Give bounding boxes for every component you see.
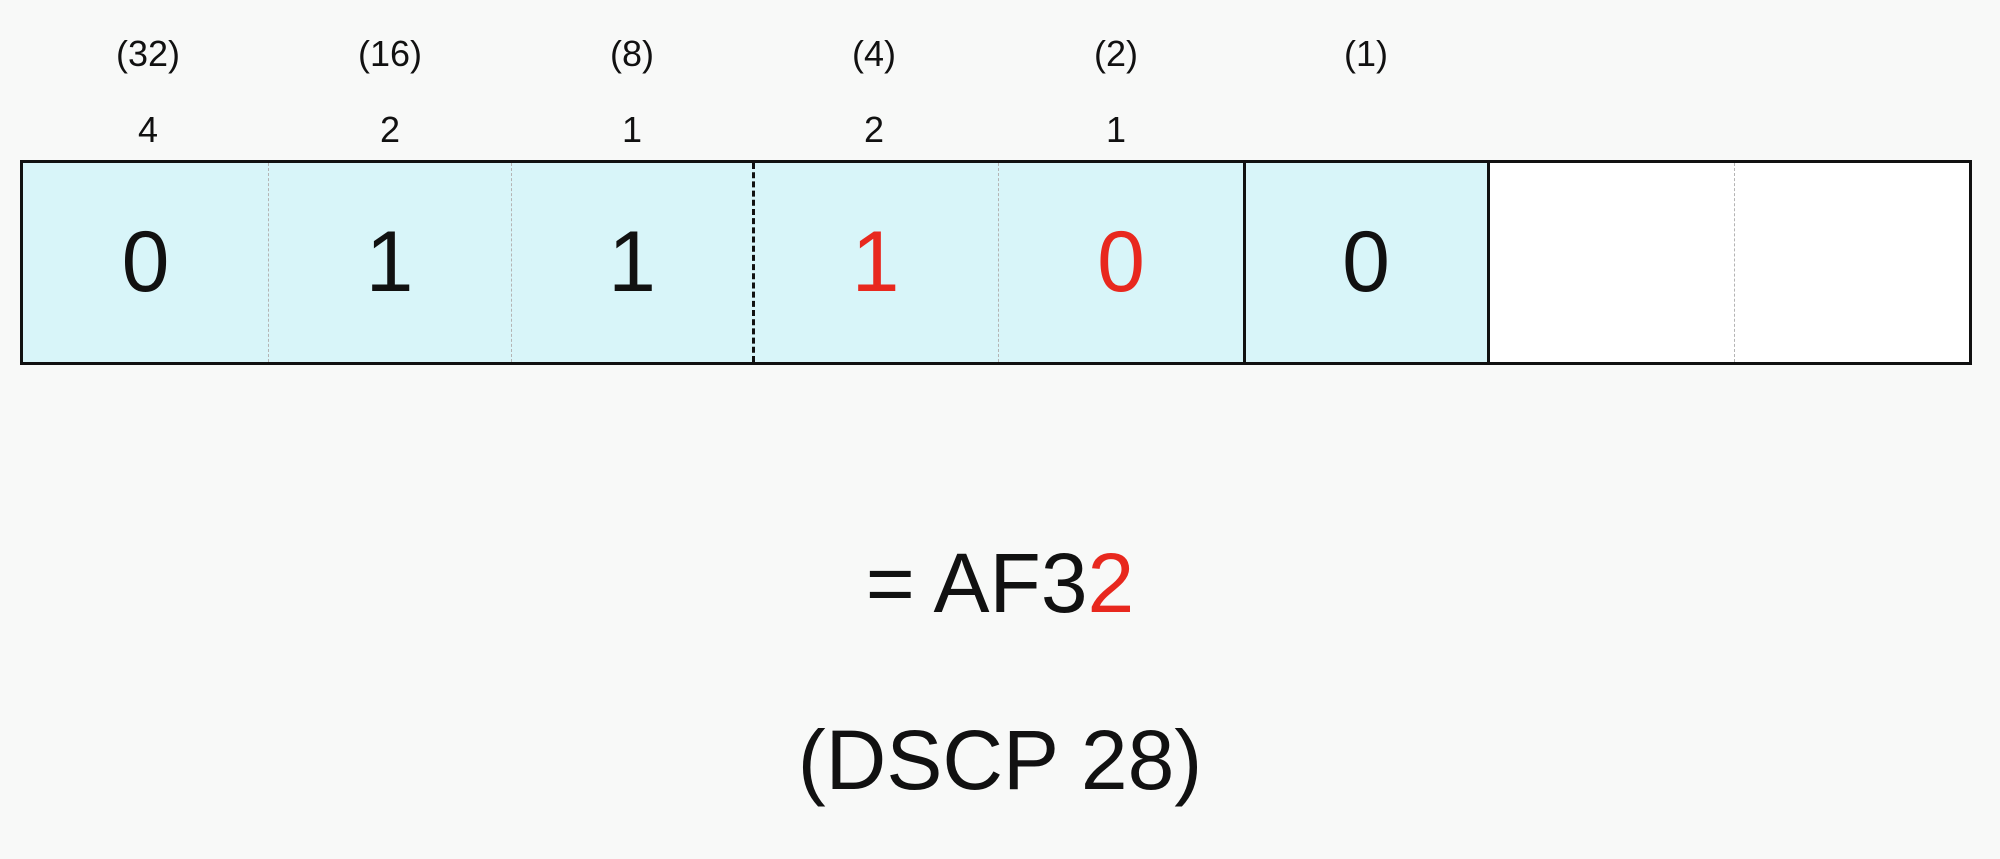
dscp-value-result: (DSCP 28) <box>797 713 1203 807</box>
drop-weight-2: 2 <box>863 109 885 150</box>
bit-cell <box>1488 163 1732 362</box>
bit-cell: 1 <box>268 163 511 362</box>
bit-value: 1 <box>608 214 656 310</box>
class-weight-2: 2 <box>379 109 401 150</box>
tos-byte-bit-field: 0 1 1 1 0 0 <box>20 160 1972 365</box>
bit-value: 0 <box>1097 214 1145 310</box>
bit-cell: 0 <box>23 163 268 362</box>
drop-weight-1: 1 <box>1105 109 1127 150</box>
bit-value: 0 <box>121 214 170 310</box>
dscp-weight-16: (16) <box>357 33 423 74</box>
af-class-result: = AF32 <box>0 535 2000 631</box>
bit-cell: 1 <box>753 163 998 362</box>
dscp-weight-2: (2) <box>1094 33 1138 74</box>
dscp-boundary-divider <box>1243 163 1246 362</box>
bit-value: 1 <box>851 214 900 310</box>
dscp-weight-8: (8) <box>610 33 654 74</box>
bit-value: 0 <box>1342 214 1390 310</box>
dscp-weight-32: (32) <box>115 33 181 74</box>
class-weight-4: 4 <box>137 109 159 150</box>
class-drop-divider <box>752 163 755 362</box>
bit-divider <box>511 163 512 362</box>
bit-cell: 1 <box>511 163 753 362</box>
dscp-weight-4: (4) <box>852 33 896 74</box>
af-result-drop-precedence: 2 <box>1087 536 1135 630</box>
dscp-weight-1: (1) <box>1344 33 1388 74</box>
class-weight-1: 1 <box>621 109 643 150</box>
bit-cell: 0 <box>1244 163 1488 362</box>
af-result-prefix: = AF3 <box>865 536 1088 630</box>
bit-divider <box>268 163 269 362</box>
bit-value: 1 <box>365 214 414 310</box>
bit-divider <box>1734 163 1735 362</box>
bit-cell <box>1732 163 1969 362</box>
ecn-boundary-divider <box>1487 163 1490 362</box>
bit-cell: 0 <box>998 163 1244 362</box>
bit-divider <box>998 163 999 362</box>
